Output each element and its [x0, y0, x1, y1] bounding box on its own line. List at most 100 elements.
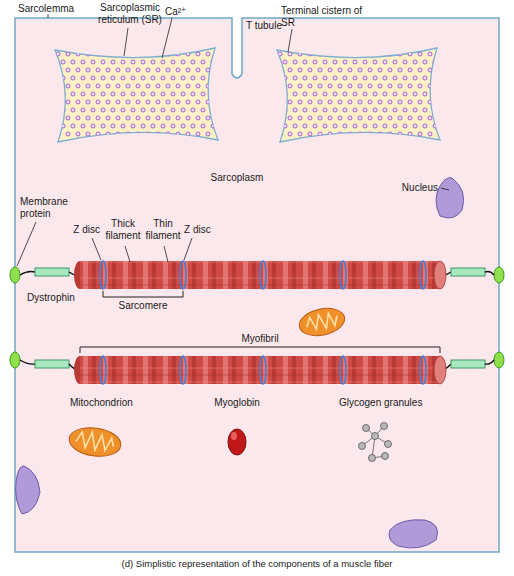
calcium-dot — [116, 100, 120, 104]
calcium-dot — [171, 76, 175, 80]
calcium-dot — [191, 124, 195, 128]
calcium-dot — [383, 92, 387, 96]
calcium-dot — [146, 100, 150, 104]
calcium-dot — [156, 100, 160, 104]
calcium-dot — [323, 108, 327, 112]
calcium-dot — [288, 132, 292, 136]
calcium-dot — [323, 92, 327, 96]
calcium-dot — [166, 84, 170, 88]
calcium-dot — [206, 132, 210, 136]
calcium-ions — [278, 52, 437, 136]
calcium-dot — [423, 108, 427, 112]
calcium-dot — [418, 132, 422, 136]
calcium-dot — [358, 132, 362, 136]
calcium-dot — [283, 108, 287, 112]
part-label: Membrane protein — [20, 196, 76, 220]
calcium-dot — [181, 60, 185, 64]
calcium-ions — [56, 52, 215, 136]
calcium-dot — [348, 52, 352, 56]
calcium-dot — [408, 132, 412, 136]
nucleus-shape — [16, 466, 40, 514]
calcium-dot — [86, 116, 90, 120]
calcium-dot — [161, 60, 165, 64]
calcium-dot — [353, 108, 357, 112]
calcium-dot — [156, 68, 160, 72]
part-label: Thick filament — [103, 218, 143, 242]
calcium-dot — [373, 60, 377, 64]
calcium-dot — [403, 60, 407, 64]
calcium-dot — [343, 60, 347, 64]
calcium-dot — [121, 124, 125, 128]
calcium-dot — [191, 108, 195, 112]
calcium-dot — [413, 124, 417, 128]
calcium-dot — [56, 68, 60, 72]
calcium-dot — [76, 116, 80, 120]
calcium-dot — [368, 116, 372, 120]
calcium-dot — [388, 84, 392, 88]
calcium-dot — [378, 52, 382, 56]
calcium-dot — [358, 116, 362, 120]
calcium-dot — [91, 76, 95, 80]
calcium-dot — [298, 84, 302, 88]
part-label: T tubule — [246, 20, 282, 32]
calcium-dot — [363, 124, 367, 128]
calcium-dot — [358, 100, 362, 104]
calcium-dot — [318, 68, 322, 72]
calcium-dot — [86, 100, 90, 104]
calcium-dot — [303, 76, 307, 80]
calcium-dot — [383, 76, 387, 80]
calcium-dot — [393, 60, 397, 64]
calcium-dot — [363, 76, 367, 80]
calcium-dot — [393, 124, 397, 128]
calcium-dot — [71, 92, 75, 96]
calcium-dot — [86, 132, 90, 136]
calcium-dot — [176, 68, 180, 72]
calcium-dot — [368, 132, 372, 136]
calcium-dot — [428, 52, 432, 56]
calcium-dot — [418, 68, 422, 72]
calcium-dot — [293, 92, 297, 96]
calcium-dot — [76, 100, 80, 104]
calcium-dot — [378, 116, 382, 120]
myoglobin-shape — [228, 429, 246, 455]
calcium-dot — [161, 92, 165, 96]
calcium-dot — [398, 132, 402, 136]
sarcolemma — [15, 18, 499, 552]
calcium-dot — [126, 132, 130, 136]
calcium-dot — [313, 92, 317, 96]
calcium-dot — [358, 68, 362, 72]
calcium-dot — [141, 124, 145, 128]
calcium-dot — [91, 108, 95, 112]
calcium-dot — [146, 84, 150, 88]
calcium-dot — [428, 100, 432, 104]
calcium-dot — [393, 92, 397, 96]
calcium-dot — [171, 124, 175, 128]
calcium-dot — [106, 68, 110, 72]
calcium-dot — [333, 92, 337, 96]
calcium-dot — [176, 84, 180, 88]
calcium-dot — [96, 132, 100, 136]
calcium-dot — [328, 100, 332, 104]
calcium-dot — [278, 100, 282, 104]
calcium-dot — [428, 84, 432, 88]
mitochondrion-shape — [67, 425, 122, 460]
calcium-dot — [166, 100, 170, 104]
calcium-dot — [171, 92, 175, 96]
calcium-dot — [408, 68, 412, 72]
calcium-dot — [156, 52, 160, 56]
calcium-dot — [206, 68, 210, 72]
calcium-dot — [61, 92, 65, 96]
calcium-dot — [151, 124, 155, 128]
calcium-dot — [61, 76, 65, 80]
part-label: Myoglobin — [214, 397, 260, 409]
calcium-dot — [86, 68, 90, 72]
calcium-dot — [383, 124, 387, 128]
calcium-dot — [373, 92, 377, 96]
calcium-dot — [76, 52, 80, 56]
calcium-dot — [106, 116, 110, 120]
calcium-dot — [283, 92, 287, 96]
calcium-dot — [318, 116, 322, 120]
part-label: Z disc — [184, 224, 211, 236]
calcium-dot — [126, 84, 130, 88]
calcium-dot — [368, 100, 372, 104]
